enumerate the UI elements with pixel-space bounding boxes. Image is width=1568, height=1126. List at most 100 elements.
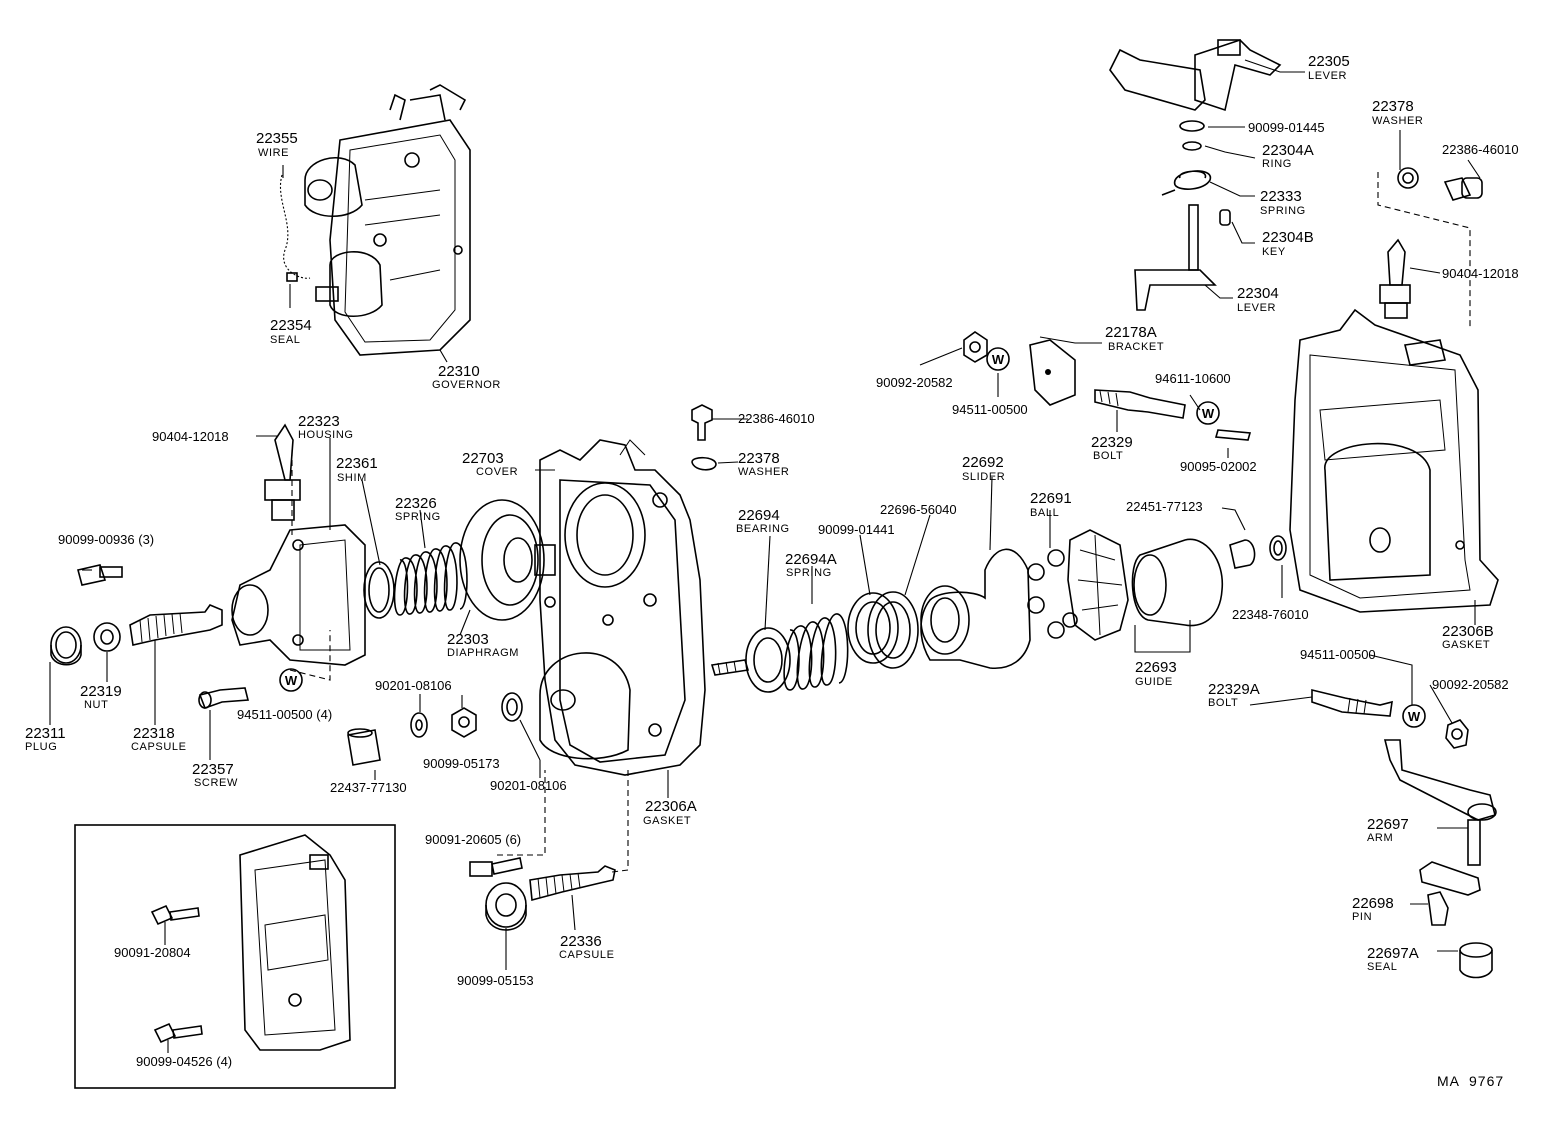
label-22378a-name: WASHER [1372, 115, 1423, 127]
label-90099-04526: 90099-04526 (4) [136, 1054, 232, 1069]
right-top-hardware-drawing [1377, 167, 1483, 330]
diagram-code: MA 9767 [1437, 1073, 1504, 1089]
cover-22703-drawing [539, 439, 706, 776]
label-22354-num: 22354 [270, 317, 312, 334]
label-90092-20582-a: 90092-20582 [876, 375, 953, 390]
label-22336-num: 22336 [560, 933, 602, 950]
label-22437-77130: 22437-77130 [330, 780, 407, 795]
label-90091-20804: 90091-20804 [114, 945, 191, 960]
washer-symbol-mid-text: W [1202, 406, 1215, 421]
label-22306B-num: 22306B [1442, 623, 1494, 640]
label-22692-name: SLIDER [962, 471, 1005, 483]
label-22311-num: 22311 [25, 725, 66, 742]
label-90099-05153: 90099-05153 [457, 973, 534, 988]
label-22323-num: 22323 [298, 413, 340, 430]
small-parts-middle-drawing [347, 692, 616, 931]
label-22361-name: SHIM [337, 472, 367, 484]
leader-lines [49, 59, 1481, 1053]
label-22304-num: 22304 [1237, 285, 1279, 302]
label-94511-00500-a: 94511-00500 [952, 402, 1028, 417]
label-22386-46010-a: 22386-46010 [1442, 142, 1519, 157]
label-90099-01441: 90099-01441 [818, 522, 895, 537]
label-22305-num: 22305 [1308, 53, 1350, 70]
label-22694A-name: SPRING [786, 567, 832, 579]
right-lower-parts-drawing [1311, 688, 1497, 979]
label-90099-00936: 90099-00936 (3) [58, 532, 154, 547]
label-22333-name: SPRING [1260, 205, 1306, 217]
label-22178A-name: BRACKET [1108, 341, 1164, 353]
washer-symbol-top-text: W [992, 352, 1005, 367]
label-22692-num: 22692 [962, 454, 1004, 471]
housing-22323-drawing [50, 423, 366, 710]
label-22310-name: GOVERNOR [432, 379, 501, 391]
shim-spring-diaphragm-drawing [363, 499, 556, 621]
label-22694-name: BEARING [736, 523, 790, 535]
label-22378b-name: WASHER [738, 466, 789, 478]
label-22357-name: SCREW [194, 777, 238, 789]
label-22694-num: 22694 [738, 507, 780, 524]
label-22306A-name: GASKET [643, 815, 691, 827]
label-22304A-name: RING [1262, 158, 1292, 170]
label-22310-num: 22310 [438, 363, 480, 380]
washer-symbol-top [986, 347, 1010, 371]
label-22329A-num: 22329A [1208, 681, 1260, 698]
label-22305-name: LEVER [1308, 70, 1347, 82]
label-90095-02002: 90095-02002 [1180, 459, 1257, 474]
label-22694A-num: 22694A [785, 551, 837, 568]
label-22329-name: BOLT [1093, 450, 1123, 462]
label-22319-name: NUT [84, 699, 108, 711]
label-94511-00500-b: 94511-00500 [1300, 647, 1376, 662]
label-22304B-name: KEY [1262, 246, 1286, 258]
center-assembly-drawing [710, 529, 1287, 693]
inset-box [74, 824, 396, 1089]
label-22333-num: 22333 [1260, 188, 1302, 205]
bracket-bolt-drawing [963, 331, 1252, 441]
washer-symbol-right-text: W [1408, 709, 1421, 724]
label-22451-77123: 22451-77123 [1126, 499, 1203, 514]
label-22378b-num: 22378 [738, 450, 780, 467]
label-22378a-num: 22378 [1372, 98, 1414, 115]
label-22696-56040: 22696-56040 [880, 502, 957, 517]
label-22303-name: DIAPHRAGM [447, 647, 519, 659]
label-22386-46010-b: 22386-46010 [738, 411, 815, 426]
label-22703-name: COVER [476, 466, 518, 478]
governor-assembly-drawing [280, 84, 471, 356]
label-90404-12018-a: 90404-12018 [1442, 266, 1519, 281]
washer-symbol-left-text: W [285, 673, 298, 688]
label-90201-08106-a: 90201-08106 [375, 678, 452, 693]
washer-symbol-right [1402, 704, 1426, 728]
label-90201-08106-b: 90201-08106 [490, 778, 567, 793]
label-22354-name: SEAL [270, 334, 301, 346]
label-90099-01445: 90099-01445 [1248, 120, 1325, 135]
label-22698-num: 22698 [1352, 895, 1394, 912]
label-22303-num: 22303 [447, 631, 489, 648]
label-22697A-num: 22697A [1367, 945, 1419, 962]
label-22306B-name: GASKET [1442, 639, 1490, 651]
label-90092-20582-b: 90092-20582 [1432, 677, 1509, 692]
label-22355-num: 22355 [256, 130, 298, 147]
label-22306A-num: 22306A [645, 798, 697, 815]
label-90099-05173: 90099-05173 [423, 756, 500, 771]
label-90404-12018-b: 90404-12018 [152, 429, 229, 444]
label-22304A-num: 22304A [1262, 142, 1314, 159]
label-90091-20605: 90091-20605 (6) [425, 832, 521, 847]
label-22361-num: 22361 [336, 455, 378, 472]
label-22703-num: 22703 [462, 450, 504, 467]
label-22357-num: 22357 [192, 761, 234, 778]
label-22326-name: SPRING [395, 511, 441, 523]
label-22693-num: 22693 [1135, 659, 1177, 676]
label-22323-name: HOUSING [298, 429, 354, 441]
label-22348-76010: 22348-76010 [1232, 607, 1309, 622]
misc-hardware-drawing [691, 404, 717, 471]
label-22697A-name: SEAL [1367, 961, 1398, 973]
label-22693-name: GUIDE [1135, 676, 1173, 688]
washer-symbol-left [279, 668, 303, 692]
right-housing-drawing [1289, 308, 1499, 613]
washer-symbols: W W W W [279, 347, 1426, 728]
label-22697-name: ARM [1367, 832, 1393, 844]
label-22691-name: BALL [1030, 507, 1059, 519]
label-22318-name: CAPSULE [131, 741, 187, 753]
label-22336-name: CAPSULE [559, 949, 615, 961]
